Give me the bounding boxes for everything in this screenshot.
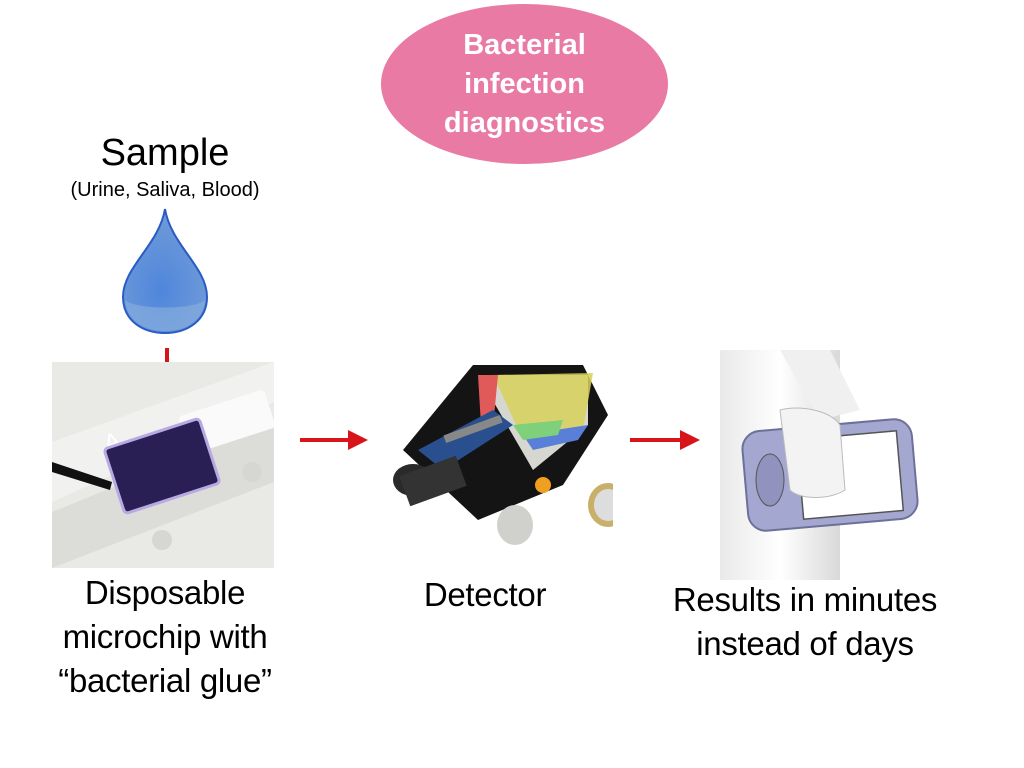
diagram-title: Bacterial infection diagnostics — [443, 28, 606, 139]
caption-results: Results in minutes instead of days — [672, 581, 938, 662]
chip-to-detector-arrow — [300, 430, 368, 450]
detector-to-results-arrow — [630, 430, 700, 450]
detector-render — [383, 355, 613, 550]
sample-subtitle: (Urine, Saliva, Blood) — [70, 179, 260, 201]
title-bubble: Bacterial infection diagnostics — [381, 4, 668, 164]
water-drop-icon — [121, 208, 209, 335]
handheld-device-render — [720, 350, 920, 580]
microchip-photo: A — [52, 362, 274, 568]
sample-title: Sample — [100, 132, 230, 174]
caption-detector: Detector — [423, 576, 547, 613]
caption-microchip: Disposable microchip with “bacterial glu… — [58, 574, 272, 699]
